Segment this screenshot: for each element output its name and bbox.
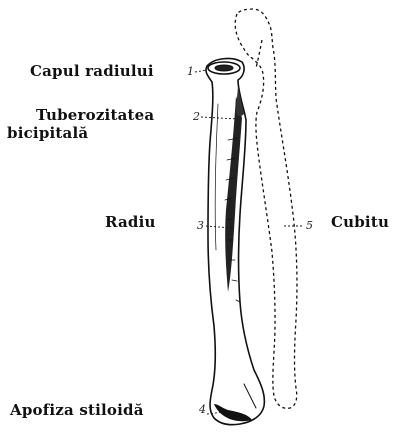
label-capul-radiului: Capul radiului [30, 63, 154, 80]
label-number-1: 1 [187, 66, 194, 78]
label-apofiza-stiloida: Apofiza stiloidă [10, 402, 144, 419]
label-number-2: 2 [193, 111, 200, 123]
label-number-3: 3 [197, 220, 204, 232]
radius-bone [206, 59, 264, 425]
label-cubitu: Cubitu [331, 214, 389, 231]
label-tuberozitatea-line2: bicipitală [7, 125, 88, 142]
label-radiu: Radiu [105, 214, 156, 231]
label-number-5: 5 [306, 220, 313, 232]
label-tuberozitatea-line1: Tuberozitatea [36, 107, 154, 124]
label-number-4: 4 [199, 404, 206, 416]
